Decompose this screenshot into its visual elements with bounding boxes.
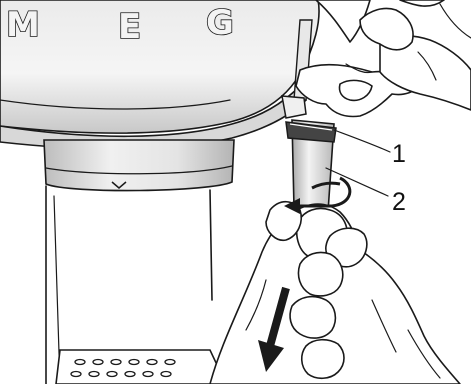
upper-hand [296, 0, 471, 117]
callout-label-2: 2 [392, 188, 406, 216]
lower-hand [210, 202, 460, 384]
callout-leaders [326, 130, 390, 196]
drip-tray [56, 350, 226, 384]
brand-letter-g: G [206, 3, 234, 43]
brand-letter-m: M [6, 5, 40, 45]
brew-collar [44, 140, 234, 191]
callout-label-1: 1 [392, 140, 406, 168]
machine-shell [0, 0, 319, 149]
brand-letter-e: E [118, 7, 141, 47]
